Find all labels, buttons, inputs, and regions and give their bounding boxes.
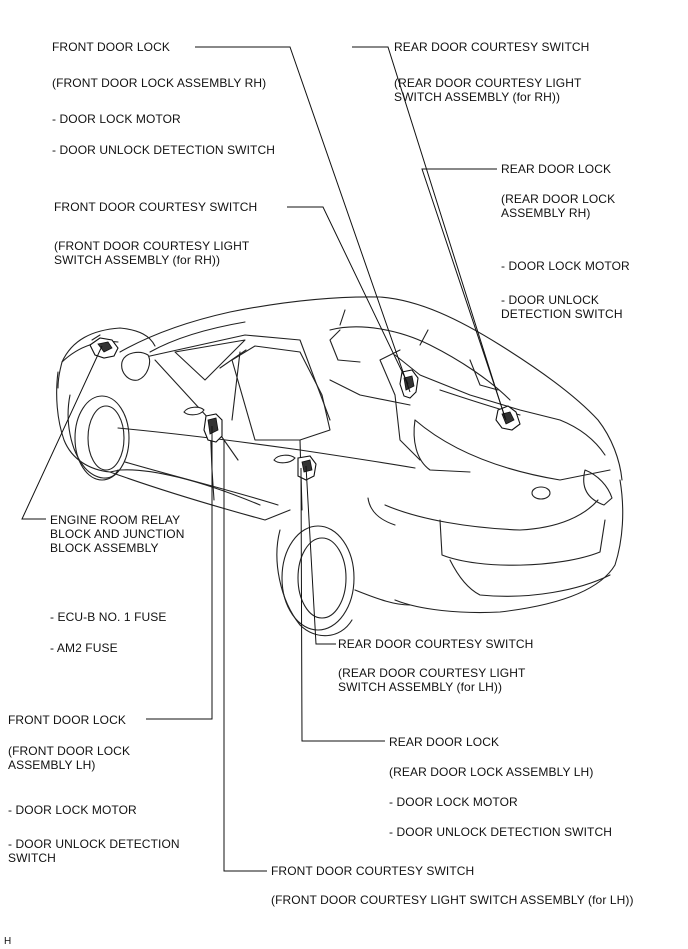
front-courtesy-lh-assembly: (FRONT DOOR COURTESY LIGHT SWITCH ASSEMB…: [271, 893, 634, 907]
front-door-lock-lh: [203, 413, 223, 443]
rear-courtesy-rh-title: REAR DOOR COURTESY SWITCH: [394, 40, 590, 54]
front-door-lock-lh-switch: - DOOR UNLOCK DETECTION SWITCH: [8, 837, 180, 865]
front-door-lock-lh-title: FRONT DOOR LOCK: [8, 713, 126, 727]
front-door-lock-lh-assembly: (FRONT DOOR LOCK ASSEMBLY LH): [8, 744, 131, 772]
rear-door-lock-lh-title: REAR DOOR LOCK: [389, 735, 500, 749]
rear-courtesy-lh-title: REAR DOOR COURTESY SWITCH: [338, 637, 534, 651]
rear-door-lock-lh-assembly: (REAR DOOR LOCK ASSEMBLY LH): [389, 765, 594, 779]
front-door-lock-rh-assembly: (FRONT DOOR LOCK ASSEMBLY RH): [52, 76, 267, 90]
front-door-lock-lh-motor: - DOOR LOCK MOTOR: [8, 803, 137, 817]
front-door-lock-rh: [399, 369, 419, 399]
rear-door-lock-rh: [495, 405, 521, 431]
engine-room-relay-block: [89, 337, 119, 359]
rear-door-courtesy-switch-lh: [297, 455, 317, 481]
front-courtesy-lh-title: FRONT DOOR COURTESY SWITCH: [271, 864, 475, 878]
rear-door-lock-lh-motor: - DOOR LOCK MOTOR: [389, 795, 518, 809]
rear-door-lock-rh-title: REAR DOOR LOCK: [501, 162, 612, 176]
rear-courtesy-rh-assembly: (REAR DOOR COURTESY LIGHT SWITCH ASSEMBL…: [394, 76, 582, 104]
front-courtesy-rh-title: FRONT DOOR COURTESY SWITCH: [54, 200, 258, 214]
front-door-lock-rh-title: FRONT DOOR LOCK: [52, 40, 170, 54]
engine-room-title: ENGINE ROOM RELAY BLOCK AND JUNCTION BLO…: [50, 513, 185, 555]
engine-room-fuse1: - ECU-B NO. 1 FUSE: [50, 610, 167, 624]
rear-door-lock-rh-motor: - DOOR LOCK MOTOR: [501, 259, 630, 273]
rear-door-lock-rh-switch: - DOOR UNLOCK DETECTION SWITCH: [501, 293, 623, 321]
engine-room-fuse2: - AM2 FUSE: [50, 641, 118, 655]
corner-mark: H: [4, 936, 12, 947]
front-courtesy-rh-assembly: (FRONT DOOR COURTESY LIGHT SWITCH ASSEMB…: [54, 239, 250, 267]
rear-door-lock-rh-assembly: (REAR DOOR LOCK ASSEMBLY RH): [501, 192, 616, 220]
rear-door-lock-lh-switch: - DOOR UNLOCK DETECTION SWITCH: [389, 825, 613, 839]
rear-courtesy-lh-assembly: (REAR DOOR COURTESY LIGHT SWITCH ASSEMBL…: [338, 666, 526, 694]
leader-lines: [21, 46, 507, 872]
front-door-lock-rh-motor: - DOOR LOCK MOTOR: [52, 112, 181, 126]
front-door-lock-rh-switch: - DOOR UNLOCK DETECTION SWITCH: [52, 143, 276, 157]
car-outline: [56, 296, 624, 637]
